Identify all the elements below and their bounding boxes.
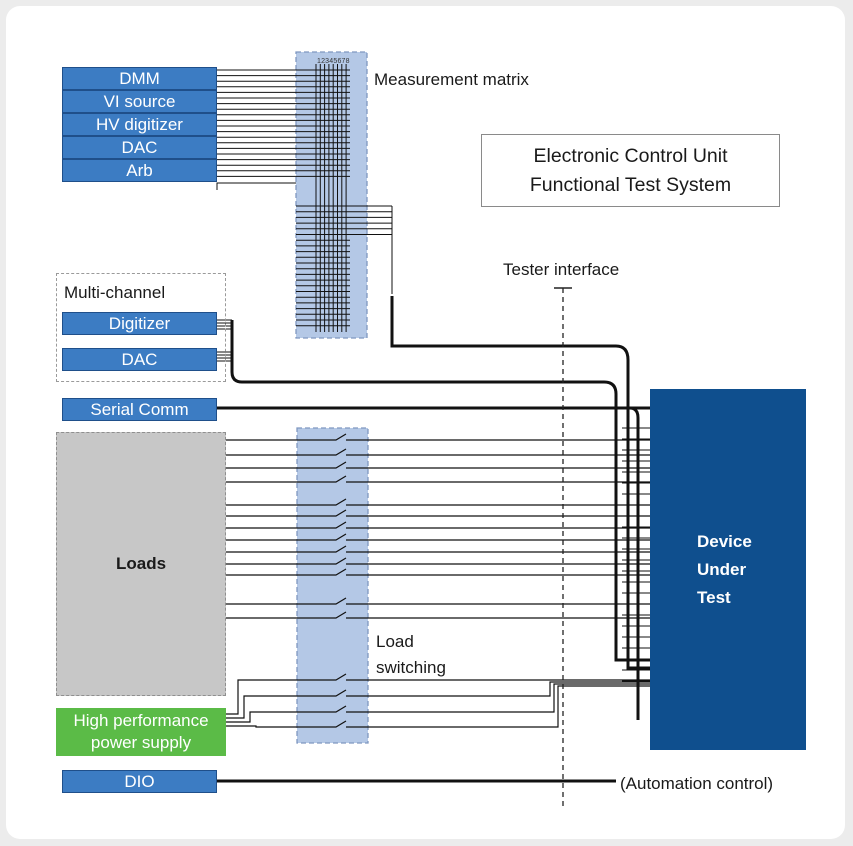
instrument-dmm: DMM — [62, 67, 217, 90]
load-switching-line1: Load — [376, 632, 414, 651]
instrument-label: DAC — [121, 350, 158, 369]
matrix-output-wire — [390, 296, 650, 670]
instrument-label: VI source — [103, 92, 176, 111]
load-switching-line2: switching — [376, 658, 446, 677]
power-supply-box: High performance power supply — [56, 708, 226, 756]
system-title-line1: Electronic Control Unit — [533, 144, 728, 167]
load-line — [226, 448, 650, 456]
measurement-matrix-label: Measurement matrix — [374, 70, 529, 89]
instrument-label: DMM — [119, 69, 160, 88]
load-line — [226, 509, 650, 517]
instrument-label: Digitizer — [108, 314, 171, 333]
load-line — [226, 611, 650, 619]
load-line — [226, 521, 650, 529]
multi-channel-group — [56, 273, 226, 382]
instrument-label: DAC — [121, 138, 158, 157]
loads-box: Loads — [56, 432, 226, 696]
dut-line3: Test — [697, 587, 731, 607]
dio-label: DIO — [124, 772, 155, 791]
load-line — [226, 568, 650, 576]
serial-comm-box: Serial Comm — [62, 398, 217, 421]
load-line — [226, 545, 650, 553]
dut-line1: Device — [697, 531, 752, 551]
instrument-dac: DAC — [62, 136, 217, 159]
load-switching-label: Load switching — [376, 629, 446, 681]
load-line — [226, 461, 650, 469]
load-line — [226, 475, 650, 483]
load-line — [226, 433, 650, 441]
tester-interface-label: Tester interface — [503, 260, 620, 279]
load-line — [226, 597, 650, 605]
device-under-test: Device Under Test — [650, 389, 806, 750]
instrument-vi-source: VI source — [62, 90, 217, 113]
system-title: Electronic Control Unit Functional Test … — [481, 134, 780, 207]
power-line — [226, 683, 650, 723]
power-supply-line1: High performance — [73, 711, 209, 730]
power-line — [226, 681, 650, 719]
power-line — [226, 673, 650, 715]
multi-channel-label: Multi-channel — [64, 283, 166, 302]
serial-comm-label: Serial Comm — [90, 400, 189, 419]
load-line — [226, 533, 650, 541]
matrix-column-header: 12345678 — [317, 58, 350, 65]
automation-control-label: (Automation control) — [620, 774, 774, 793]
load-switching-panel — [296, 427, 369, 744]
load-line — [226, 498, 650, 506]
matrix-row-wire — [216, 182, 296, 190]
load-line — [226, 557, 650, 565]
instrument-arb: Arb — [62, 159, 217, 182]
power-supply-line2: power supply — [90, 733, 192, 752]
multi-channel-output-wire — [230, 320, 650, 662]
instrument-label: Arb — [126, 161, 153, 180]
dio-box: DIO — [62, 770, 217, 793]
dut-line2: Under — [697, 559, 747, 579]
system-title-line2: Functional Test System — [529, 173, 732, 196]
power-line — [226, 685, 650, 728]
loads-label: Loads — [115, 554, 167, 573]
instrument-hv-digitizer: HV digitizer — [62, 113, 217, 136]
measurement-matrix-panel — [295, 51, 368, 339]
multi-channel-digitizer: Digitizer — [62, 312, 217, 335]
instrument-label: HV digitizer — [96, 115, 183, 134]
multi-channel-dac: DAC — [62, 348, 217, 371]
